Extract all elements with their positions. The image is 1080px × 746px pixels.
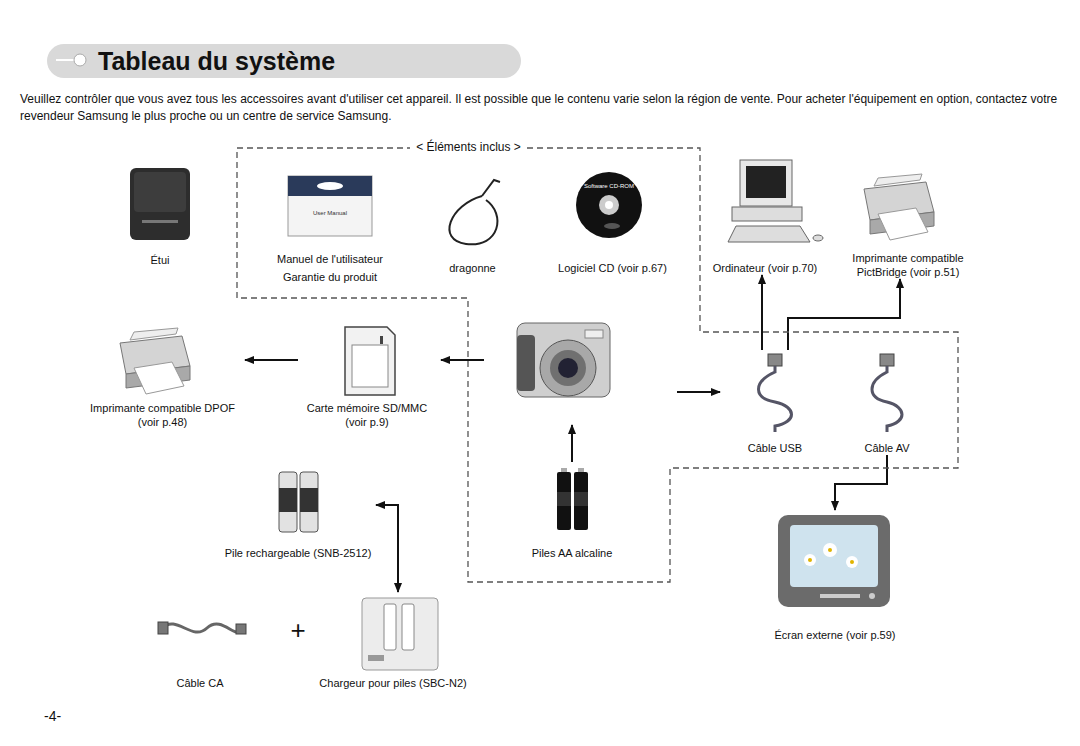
caption-text: Chargeur pour piles (SBC-N2) (319, 677, 466, 689)
memory-card-item: Carte mémoire SD/MMC (voir p.9) (298, 320, 436, 429)
disc-text: Software CD-ROM (574, 183, 644, 190)
sd-card-icon (345, 327, 395, 395)
connector-arrow (835, 455, 887, 510)
caption: Manuel de l'utilisateur (265, 252, 395, 266)
connector-arrow (376, 505, 398, 592)
region-heading-wrap: < Éléments inclus > (237, 139, 700, 155)
battery-item: Pile rechargeable (SNB-2512) (220, 466, 376, 560)
caption-text: Imprimante compatible DPOF (voir p.48) (90, 402, 235, 428)
av-cable-icon (872, 354, 902, 432)
battery-item: Piles AA alcaline (522, 466, 622, 560)
ac-cable-icon (158, 622, 246, 634)
printer-item: Imprimante compatible PictBridge (voir p… (846, 170, 970, 279)
cd-item: Logiciel CD (voir p.67) (550, 168, 675, 275)
camera-icon (517, 323, 610, 397)
intro-note: Veuillez contrôler que vous avez tous le… (20, 91, 1060, 125)
caption-text: Câble AV (864, 442, 909, 454)
caption: Câble USB (738, 441, 812, 455)
caption-text: Garantie du produit (283, 271, 377, 283)
cable-item: Câble CA (158, 610, 242, 690)
cover-text: User Manual (295, 210, 365, 217)
page-number: -4- (44, 707, 84, 725)
printer-icon (864, 174, 934, 240)
usb-cable-icon (759, 354, 792, 432)
caption: Ordinateur (voir p.70) (706, 261, 824, 275)
caption-text: Manuel de l'utilisateur (277, 253, 383, 265)
strap-item: dragonne (430, 175, 515, 275)
included-items-region: < Éléments inclus >Manuel de l'utilisate… (237, 148, 958, 582)
caption: Logiciel CD (voir p.67) (550, 261, 675, 275)
caption-text: Étui (151, 254, 170, 266)
caption-text: dragonne (449, 262, 496, 274)
caption: Piles AA alcaline (522, 546, 622, 560)
case-icon (130, 168, 190, 240)
tv-icon (778, 515, 890, 607)
cable-item: Câble AV (852, 350, 922, 455)
title: Tableau du système (98, 45, 335, 77)
caption: Pile rechargeable (SNB-2512) (220, 546, 376, 560)
region-heading: < Éléments inclus > (410, 140, 527, 154)
caption-text: Piles AA alcaline (532, 547, 613, 559)
manual-icon (288, 176, 372, 236)
caption-text: Carte mémoire SD/MMC (voir p.9) (307, 402, 427, 428)
charger-icon (362, 598, 438, 670)
connector-arrow (761, 275, 763, 350)
caption: Câble CA (158, 676, 242, 690)
case-item: Étui (115, 162, 205, 267)
caption: Imprimante compatible DPOF (voir p.48) (80, 401, 245, 429)
plus-sign: + (286, 616, 310, 644)
caption-text: Écran externe (voir p.59) (774, 629, 895, 641)
title-bar (47, 44, 521, 78)
caption-text: Ordinateur (voir p.70) (713, 262, 818, 274)
camera-arrows (441, 360, 720, 462)
monitor-item: Écran externe (voir p.59) (766, 510, 904, 642)
caption-text: Imprimante compatible PictBridge (voir p… (852, 252, 963, 278)
printer-icon (120, 328, 190, 394)
manual-item: Manuel de l'utilisateurGarantie du produ… (265, 170, 395, 284)
caption: Écran externe (voir p.59) (766, 628, 904, 642)
strap-icon (449, 180, 500, 244)
caption: Garantie du produit (265, 270, 395, 284)
connector-arrow (788, 279, 900, 350)
caption: Carte mémoire SD/MMC (voir p.9) (298, 401, 436, 429)
caption-text: Câble CA (176, 677, 223, 689)
caption-text: Logiciel CD (voir p.67) (558, 262, 667, 274)
aa-battery-icon (557, 468, 588, 530)
caption: Étui (115, 253, 205, 267)
caption: Imprimante compatible PictBridge (voir p… (846, 251, 970, 279)
charger-item: Chargeur pour piles (SBC-N2) (315, 592, 471, 690)
computer-icon (728, 160, 823, 242)
computer-item: Ordinateur (voir p.70) (706, 155, 824, 275)
region-outline (237, 148, 960, 584)
caption: Chargeur pour piles (SBC-N2) (315, 676, 471, 690)
caption: Câble AV (852, 441, 922, 455)
caption-text: Câble USB (748, 442, 802, 454)
cable-item: Câble USB (738, 350, 812, 455)
caption-text: Pile rechargeable (SNB-2512) (225, 547, 372, 559)
caption: dragonne (430, 261, 515, 275)
cd-icon (576, 172, 642, 238)
printer-item: Imprimante compatible DPOF (voir p.48) (80, 320, 245, 429)
rechargeable-battery-icon (279, 472, 318, 532)
connector-arrow (245, 359, 298, 361)
